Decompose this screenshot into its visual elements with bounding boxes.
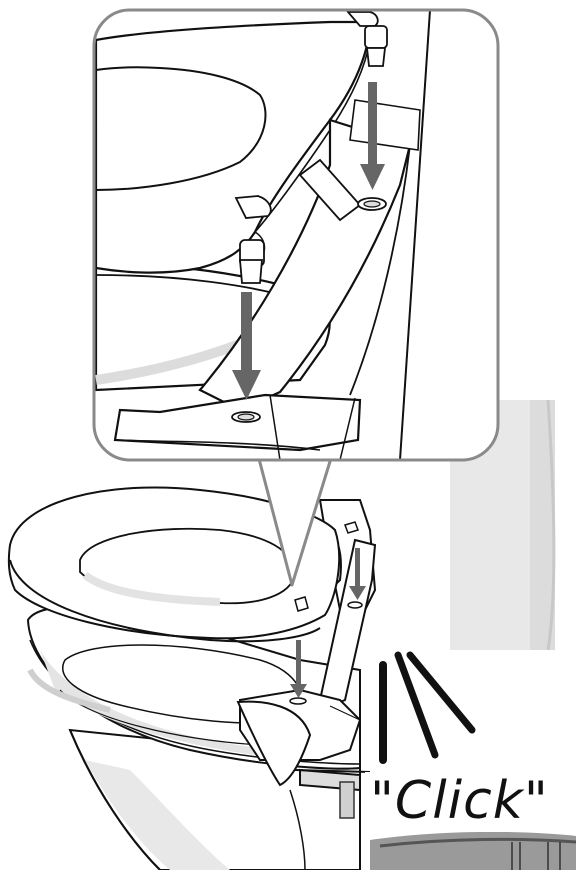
click-label: "Click" — [370, 771, 549, 831]
detail-callout — [94, 10, 498, 460]
click-sound-lines — [383, 655, 472, 760]
